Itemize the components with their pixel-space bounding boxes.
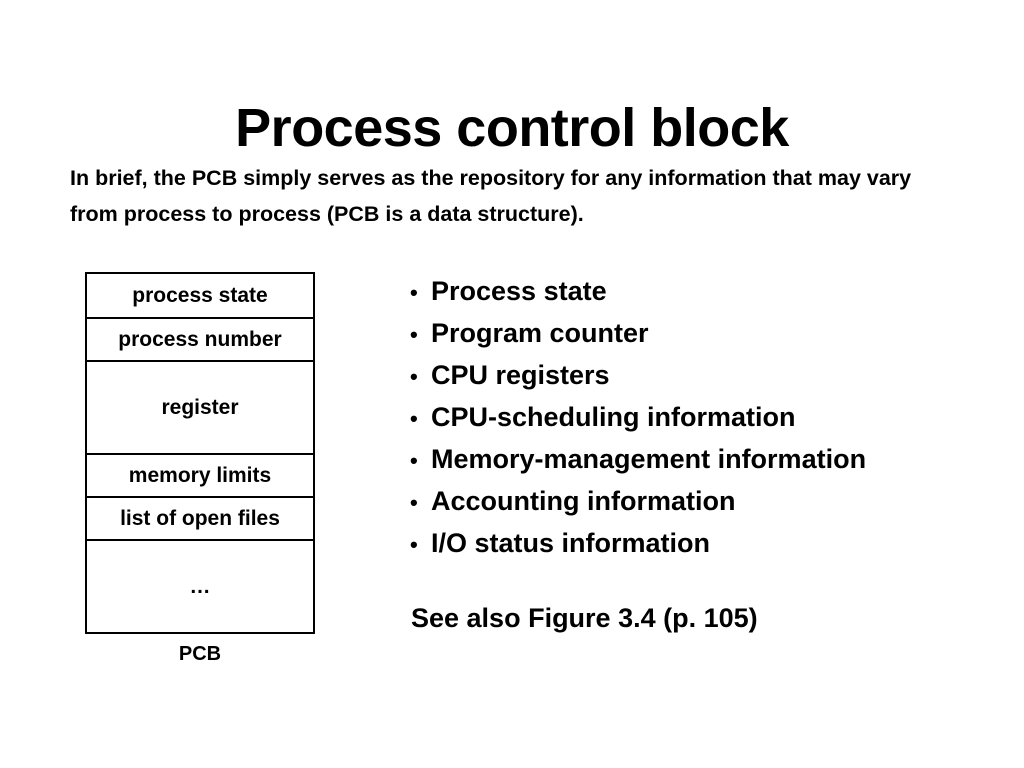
bullet-dot-icon: •	[410, 490, 418, 515]
bullet-text: CPU-scheduling information	[431, 402, 796, 432]
bullet-text: Process state	[431, 276, 607, 306]
pcb-row: …	[87, 539, 313, 632]
bullet-dot-icon: •	[410, 448, 418, 473]
bullet-dot-icon: •	[410, 406, 418, 431]
pcb-row: register	[87, 360, 313, 453]
bullet-item: • Program counter	[410, 313, 990, 355]
bullet-text: Accounting information	[431, 486, 736, 516]
bullet-item: • CPU-scheduling information	[410, 397, 990, 439]
pcb-row: memory limits	[87, 453, 313, 496]
bullet-item: • Memory-management information	[410, 439, 990, 481]
bullet-text: I/O status information	[431, 528, 711, 558]
bullet-dot-icon: •	[410, 532, 418, 557]
bullet-item: • Accounting information	[410, 481, 990, 523]
pcb-row: process state	[132, 283, 268, 307]
bullet-dot-icon: •	[410, 280, 418, 305]
pcb-fields-list: • Process state • Program counter • CPU regis…	[410, 271, 990, 565]
bullet-item: • CPU registers	[410, 355, 990, 397]
slide-title: Process control block	[235, 98, 789, 159]
intro-text: In brief, the PCB simply serves as the r…	[70, 166, 912, 226]
pcb-row: list of open files	[87, 496, 313, 539]
bullet-text: CPU registers	[431, 360, 610, 390]
pcb-caption: PCB	[178, 643, 222, 665]
bullet-item: • Process state	[410, 271, 990, 313]
bullet-dot-icon: •	[410, 364, 418, 389]
pcb-row: process number	[87, 317, 313, 360]
bullet-text: Memory-management information	[431, 444, 867, 474]
bullet-dot-icon: •	[410, 322, 418, 347]
see-also-reference: See also Figure 3.4 (p. 105)	[411, 603, 758, 633]
bullet-item: • I/O status information	[410, 523, 990, 565]
bullet-text: Program counter	[431, 318, 649, 348]
